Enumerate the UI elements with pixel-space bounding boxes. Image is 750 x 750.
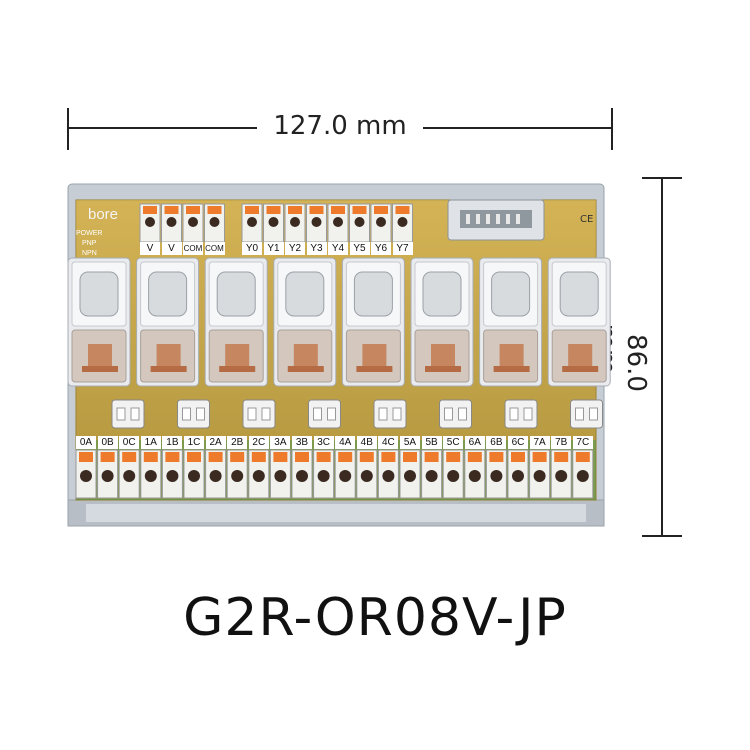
output-terminal[interactable] [183,449,205,499]
output-terminal-label: 2B [227,436,248,449]
output-terminal[interactable] [421,449,443,499]
input-terminal-label: Y0 [242,242,262,255]
output-terminal[interactable] [161,449,183,499]
input-terminal-label: Y7 [392,242,413,255]
input-terminal-label: Y6 [371,242,391,255]
output-terminal-label: 1A [140,436,161,449]
output-terminal[interactable] [550,449,572,499]
input-terminal-label: Y4 [328,242,348,255]
output-terminal[interactable] [118,449,140,499]
model-name: G2R-OR08V-JP [183,588,567,648]
input-terminal[interactable] [327,203,349,243]
output-terminal-label: 0A [76,436,96,449]
indicator-npn-label: NPN [82,250,97,257]
power-terminal-label: V [161,242,182,255]
input-terminal-label: Y2 [285,242,305,255]
output-terminal-label: 3B [292,436,312,449]
input-terminal[interactable] [263,203,284,243]
output-terminal-label: 5A [400,436,420,449]
input-terminal-label: Y5 [349,242,370,255]
output-terminal[interactable] [399,449,421,499]
output-terminal[interactable] [248,449,270,499]
indicator-pnp-label: PNP [82,240,97,247]
output-terminal-label: 7C [572,436,593,449]
output-terminal[interactable] [205,449,227,499]
output-terminal-label: 7A [529,436,550,449]
output-terminal[interactable] [291,449,313,499]
relay [136,257,200,387]
relay-connector [439,399,472,429]
svg-text:CE: CE [580,214,593,225]
relay [204,257,268,387]
output-terminal-label: 3C [313,436,334,449]
output-terminal-label: 4A [335,436,356,449]
output-terminal[interactable] [140,449,162,499]
output-terminal-label: 5B [421,436,442,449]
output-terminal[interactable] [313,449,335,499]
width-dimension-label: 127.0 mm [0,111,680,141]
input-terminal[interactable] [284,203,306,243]
relay-connector [177,399,210,429]
relay [479,257,543,387]
output-terminal-label: 4B [356,436,377,449]
output-terminal-label: 2C [248,436,269,449]
relay-connector [570,399,603,429]
output-terminal-label: 1C [184,436,204,449]
output-terminal[interactable] [485,449,507,499]
relay-connector [308,399,341,429]
output-terminal[interactable] [334,449,356,499]
output-terminal[interactable] [377,449,399,499]
output-terminal[interactable] [572,449,594,499]
power-terminal[interactable] [204,203,225,243]
output-terminal[interactable] [442,449,464,499]
output-terminal-label: 0C [119,436,140,449]
input-terminal-label: Y3 [306,242,327,255]
output-terminal-label: 7B [551,436,572,449]
indicator-power-label: POWER [76,230,103,237]
relay-connector [504,399,538,429]
power-terminal[interactable] [182,203,204,243]
relay [67,257,131,387]
output-terminal[interactable] [97,449,119,499]
output-terminal-label: 6C [508,436,528,449]
relay [410,257,474,387]
power-terminal-label: COM [204,242,225,255]
relay [341,257,405,387]
output-terminal-label: 6B [486,436,507,449]
power-terminal[interactable] [139,203,161,243]
output-terminal-label: 1B [162,436,183,449]
input-terminal[interactable] [370,203,392,243]
input-terminal[interactable] [349,203,370,243]
input-terminal-label: Y1 [263,242,284,255]
relay-connector [111,399,145,429]
power-terminal[interactable] [161,203,182,243]
output-terminal-label: 5C [443,436,464,449]
output-terminal-label: 0B [97,436,118,449]
power-terminal-label: V [140,242,160,255]
output-terminal-label: 4C [378,436,399,449]
input-terminal[interactable] [306,203,327,243]
output-terminal[interactable] [529,449,551,499]
power-terminal-label: COM [183,242,203,255]
output-terminal-label: 2A [205,436,226,449]
input-terminal[interactable] [392,203,413,243]
output-terminal-label: 3A [270,436,291,449]
relay-connector [242,399,276,429]
output-terminal-label: 6A [464,436,485,449]
relay [273,257,337,387]
output-terminal[interactable] [75,449,97,499]
output-terminal[interactable] [464,449,486,499]
output-terminal[interactable] [269,449,291,499]
output-terminal[interactable] [356,449,378,499]
brand-logo: bore [88,206,119,223]
relay-connector [373,399,407,429]
input-terminal[interactable] [241,203,263,243]
output-terminal[interactable] [226,449,248,499]
relay [547,257,611,387]
output-terminal[interactable] [507,449,529,499]
